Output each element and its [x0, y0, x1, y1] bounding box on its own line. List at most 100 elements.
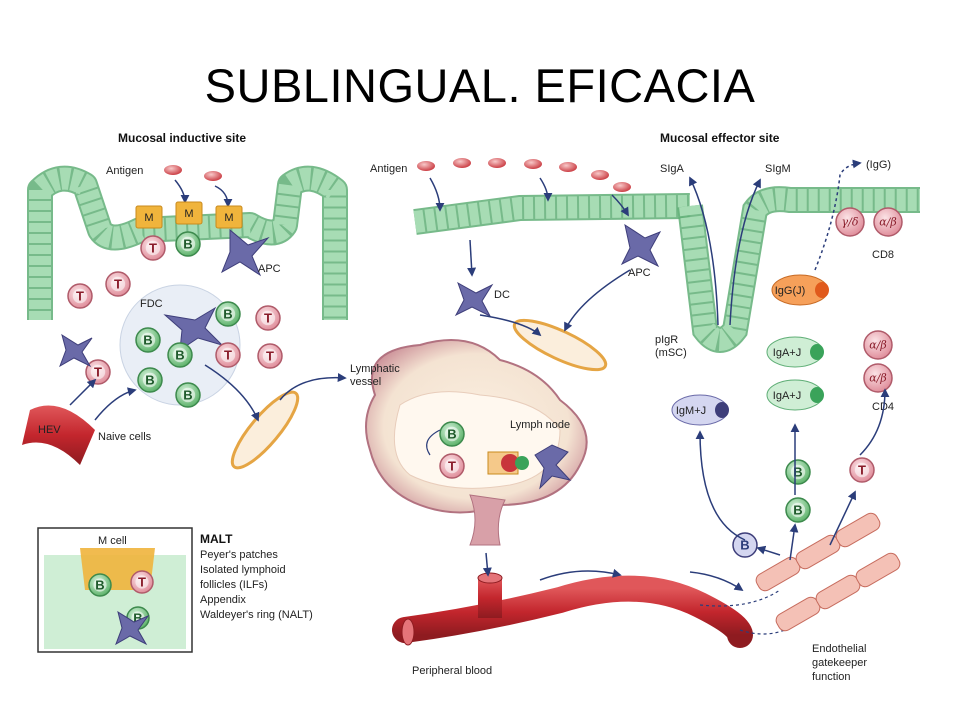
m-cell-label: M — [184, 208, 193, 220]
apc-cell — [620, 223, 662, 268]
svg-text:T: T — [858, 463, 866, 478]
lymphatic-flow-arrow — [479, 314, 542, 337]
b-cell: B — [175, 382, 201, 408]
antigen-particles-center — [417, 158, 631, 192]
alpha-beta-t-cell-cd8: α/β — [873, 207, 903, 237]
b-cell: B — [137, 367, 163, 393]
cd4-label: CD4 — [872, 401, 894, 413]
blood-flow-arrow — [689, 571, 744, 592]
svg-text:T: T — [114, 277, 122, 292]
malt-list-item: Waldeyer's ring (NALT) — [200, 609, 313, 621]
lymphatic-flow-arrow — [564, 269, 631, 332]
svg-text:α/β: α/β — [869, 339, 887, 352]
slide-title: SUBLINGUAL. EFICACIA — [204, 59, 756, 112]
antigen-particle — [204, 171, 222, 181]
naive-cell-arrow — [94, 387, 137, 421]
b-cell: B — [215, 301, 241, 327]
extravasation-arrow — [789, 523, 799, 561]
iggj-label: IgG(J) — [775, 285, 806, 297]
b-cell: B — [439, 421, 465, 447]
m-cells: M M M — [135, 201, 243, 229]
inductive-site-heading: Mucosal inductive site — [118, 131, 246, 145]
t-cell: T — [255, 305, 281, 331]
hev-vessel — [22, 405, 95, 465]
svg-text:α/β: α/β — [879, 216, 897, 229]
b-cell: B — [175, 231, 201, 257]
iggj-plasma-cell: IgG(J) — [771, 274, 829, 306]
svg-text:T: T — [448, 459, 456, 474]
cd8-label: CD8 — [872, 249, 894, 261]
lymph-node-label: Lymph node — [510, 419, 570, 431]
svg-text:B: B — [95, 578, 104, 593]
b-cell-circulating: B — [732, 532, 758, 558]
t-cell: T — [85, 359, 111, 385]
dc-cell — [454, 281, 494, 318]
mhc-complex — [501, 454, 519, 472]
gatekeeper-label-3: function — [812, 671, 851, 683]
lymphatic-flow-arrow — [279, 373, 347, 401]
igmj-label: IgM+J — [676, 405, 706, 417]
malt-list-item: Appendix — [200, 594, 246, 606]
endothelial-cells — [755, 512, 901, 632]
gamma-delta-t-cell: γ/δ — [835, 207, 865, 237]
apc-cell — [59, 333, 93, 368]
antigen-particle — [164, 165, 182, 175]
antigen-uptake-arrow — [539, 177, 553, 202]
antigen-uptake-arrow — [429, 177, 445, 212]
lymphatic-flow-arrow — [204, 364, 260, 422]
siga-transport-arrow — [689, 176, 719, 326]
t-cell: T — [140, 235, 166, 261]
gatekeeper-label-1: Endothelial — [812, 643, 866, 655]
svg-text:B: B — [175, 348, 184, 363]
svg-text:T: T — [94, 365, 102, 380]
dc-in-node — [534, 444, 572, 490]
svg-text:B: B — [447, 427, 456, 442]
vessel-opening — [401, 618, 415, 646]
alpha-beta-t-cell-cd4: α/β — [863, 363, 893, 393]
svg-text:B: B — [183, 388, 192, 403]
inductive-epithelium — [27, 165, 348, 320]
tcr-complex — [515, 456, 529, 470]
svg-text:T: T — [149, 241, 157, 256]
malt-list-item: Peyer's patches — [200, 549, 278, 561]
svg-text:T: T — [264, 311, 272, 326]
b-cell: B — [785, 497, 811, 523]
b-cell: B — [167, 342, 193, 368]
b-to-igm-arrow — [695, 430, 746, 541]
siga-label: SIgA — [660, 163, 685, 175]
igg-label: (IgG) — [866, 159, 891, 171]
lymphatic-vessel-label-1: Lymphatic — [350, 363, 400, 375]
node-to-blood-arrow — [482, 552, 492, 577]
naive-cell-arrow — [69, 378, 97, 406]
t-cell: T — [215, 342, 241, 368]
dc-migration-arrow — [467, 239, 477, 277]
t-cell: T — [439, 453, 465, 479]
m-cell-label-inset: M cell — [98, 535, 127, 547]
m-cell-label: M — [144, 212, 153, 224]
igg-transport-arrow — [814, 159, 862, 271]
antigen-uptake-arrow — [214, 185, 233, 208]
extravasation-arrow — [756, 545, 781, 556]
apc-label-left: APC — [258, 263, 281, 275]
apc-cell — [221, 228, 270, 277]
gatekeeper-label-2: gatekeeper — [812, 657, 867, 669]
malt-apc — [115, 610, 150, 646]
t-to-cd4-arrow — [859, 388, 890, 456]
svg-text:B: B — [183, 237, 192, 252]
node-flow — [426, 429, 441, 456]
svg-text:B: B — [740, 538, 749, 553]
lymph-node-lymphocytes: BT — [439, 421, 465, 479]
naive-cells-label: Naive cells — [98, 431, 152, 443]
vessel-branch-opening — [477, 572, 503, 584]
svg-text:T: T — [224, 348, 232, 363]
antigen-uptake-arrow — [611, 194, 629, 217]
antigen-label-left: Antigen — [106, 165, 143, 177]
extravasation-arrow — [829, 490, 856, 546]
t-cell: T — [257, 343, 283, 369]
b-cell: B — [88, 573, 112, 597]
effector-site-heading: Mucosal effector site — [660, 131, 780, 145]
malt-heading: MALT — [200, 532, 233, 546]
t-cell: T — [67, 283, 93, 309]
m-cell-label: M — [224, 212, 233, 224]
